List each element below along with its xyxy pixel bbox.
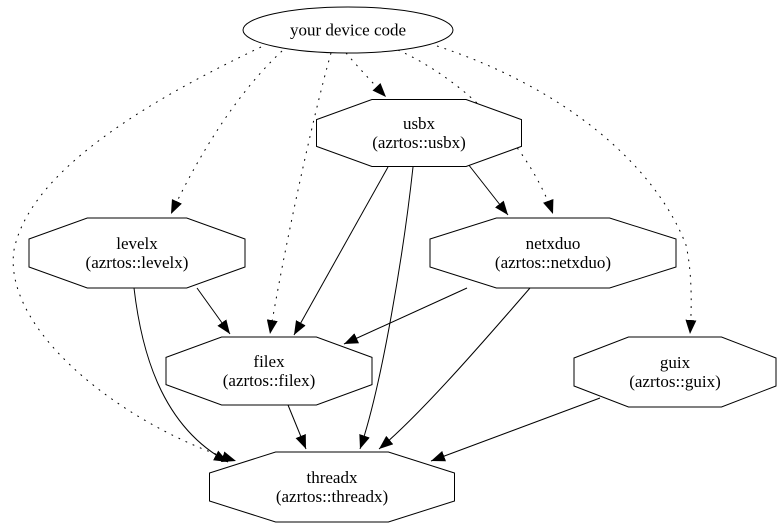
node-guix: guix(azrtos::guix) [573,336,777,408]
node-levelx: levelx(azrtos::levelx) [28,217,246,289]
node-threadx: threadx(azrtos::threadx) [209,451,455,523]
edge-usbx-threadx [359,166,414,450]
node-usbx: usbx(azrtos::usbx) [316,99,522,167]
edge-device-levelx [170,50,283,215]
node-label-levelx-line2: (azrtos::levelx) [86,253,189,272]
edge-usbx-netxduo [467,163,509,216]
edge-guix-threadx [430,397,601,462]
node-filex: filex(azrtos::filex) [165,336,373,406]
edge-device-filex [266,52,332,335]
node-label-levelx-line1: levelx [116,234,158,253]
node-label-usbx-line1: usbx [403,114,436,133]
node-netxduo: netxduo(azrtos::netxduo) [429,217,677,289]
edge-levelx-filex [196,287,231,335]
edge-levelx-threadx [133,287,229,463]
node-label-guix-line1: guix [660,353,691,372]
node-label-threadx-line1: threadx [307,468,358,487]
edge-device-guix [436,45,697,335]
node-label-guix-line2: (azrtos::guix) [629,372,721,391]
node-label-device-line1: your device code [290,21,406,40]
filex-octagon [165,336,373,406]
node-label-filex-line2: (azrtos::filex) [223,371,316,390]
node-label-filex-line1: filex [253,352,285,371]
node-label-usbx-line2: (azrtos::usbx) [372,133,465,152]
edge-usbx-filex [293,166,389,336]
node-label-threadx-line2: (azrtos::threadx) [276,487,388,506]
edge-device-usbx [345,52,387,98]
nodes-layer: your device codeusbx(azrtos::usbx)levelx… [28,6,777,523]
node-label-netxduo-line1: netxduo [526,234,581,253]
guix-octagon [573,336,777,408]
edge-filex-threadx [287,404,307,450]
node-label-netxduo-line2: (azrtos::netxduo) [495,253,611,272]
usbx-octagon [316,99,522,167]
node-device: your device code [242,6,454,54]
edge-netxduo-threadx [378,287,531,450]
edge-netxduo-filex [343,287,468,345]
levelx-octagon [28,217,246,289]
device-ellipse [242,6,454,54]
netxduo-octagon [429,217,677,289]
edge-device-threadx [12,46,262,463]
threadx-octagon [209,451,455,523]
